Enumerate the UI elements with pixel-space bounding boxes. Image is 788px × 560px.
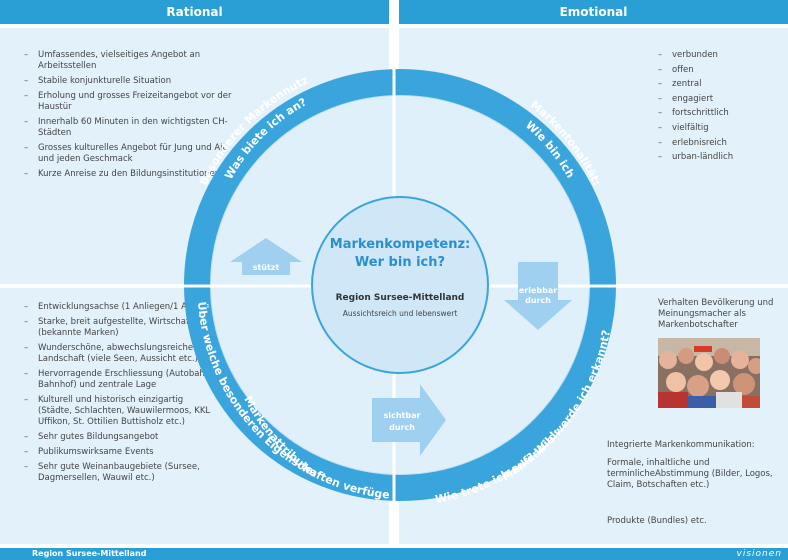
list-item: Sehr gute Weinanbaugebiete (Sursee, Dagm…: [24, 462, 214, 484]
down-arrow: [504, 262, 572, 330]
list-item: Erholung und grosses Freizeitangebot vor…: [24, 91, 232, 113]
list-item: Sehr gutes Bildungsangebot: [24, 432, 214, 443]
footer-bar: Region Sursee-Mittelland visionen: [0, 548, 788, 560]
rational-header: Rational: [0, 0, 389, 24]
list-item: fortschrittlich: [658, 108, 768, 119]
list-item: Hervorragende Erschliessung (Autobahn, B…: [24, 369, 214, 391]
tonality-list: verbunden offen zentral engagiert fortsc…: [658, 50, 768, 167]
center-tagline: Aussichtsreich und lebenswert: [343, 309, 458, 318]
list-item: Grosses kulturelles Angebot für Jung und…: [24, 143, 232, 165]
center-circle: [311, 196, 489, 374]
list-item: offen: [658, 65, 768, 76]
center-title-1: Markenkompetenz:: [330, 237, 470, 252]
arrow-label-erlebbar-durch: durch: [525, 296, 551, 305]
emotional-header: Emotional: [399, 0, 788, 24]
list-item: Wunderschöne, abwechslungsreiche Landsch…: [24, 343, 214, 365]
list-item: engagiert: [658, 94, 768, 105]
list-item: vielfältig: [658, 123, 768, 134]
footer-logo: visionen: [736, 549, 782, 559]
products-text: Produkte (Bundles) etc.: [607, 516, 707, 526]
arrow-label-stuetzt: stützt: [253, 263, 280, 272]
list-item: Kurze Anreise zu den Bildungsinstitution…: [24, 169, 232, 180]
right-arrow: [372, 384, 446, 456]
arrow-label-sichtbar: sichtbar: [384, 411, 421, 420]
center-region: Region Sursee-Mittelland: [336, 293, 465, 303]
list-item: zentral: [658, 79, 768, 90]
arrow-label-sichtbar-durch: durch: [389, 423, 415, 432]
list-item: erlebnisreich: [658, 138, 768, 149]
communication-title: Integrierte Markenkommunikation:: [607, 440, 755, 450]
crowd-photo: [658, 338, 760, 408]
list-item: Entwicklungsachse (1 Anliegen/1 Achse): [24, 302, 214, 313]
list-item: verbunden: [658, 50, 768, 61]
rational-benefits-list: Umfassendes, vielseitiges Angebot an Arb…: [24, 50, 232, 184]
list-item: Umfassendes, vielseitiges Angebot an Arb…: [24, 50, 232, 72]
list-item: Starke, breit aufgestellte, Wirtschaft (…: [24, 317, 214, 339]
attributes-list: Entwicklungsachse (1 Anliegen/1 Achse) S…: [24, 302, 214, 488]
footer-region: Region Sursee-Mittelland: [32, 549, 147, 558]
center-title-2: Wer bin ich?: [355, 255, 445, 270]
up-arrow: [230, 238, 302, 275]
list-item: urban-ländlich: [658, 152, 768, 163]
list-item: Kulturell und historisch einzigartig (St…: [24, 395, 214, 428]
communication-text: Formale, inhaltliche und terminlicheAbst…: [607, 458, 773, 490]
list-item: Innerhalb 60 Minuten in den wichtigsten …: [24, 117, 232, 139]
ambassadors-text: Verhalten Bevölkerung und Meinungsmacher…: [658, 298, 774, 330]
list-item: Publikumswirksame Events: [24, 447, 214, 458]
arrow-label-erlebbar: erlebbar: [519, 286, 557, 295]
list-item: Stabile konjunkturelle Situation: [24, 76, 232, 87]
